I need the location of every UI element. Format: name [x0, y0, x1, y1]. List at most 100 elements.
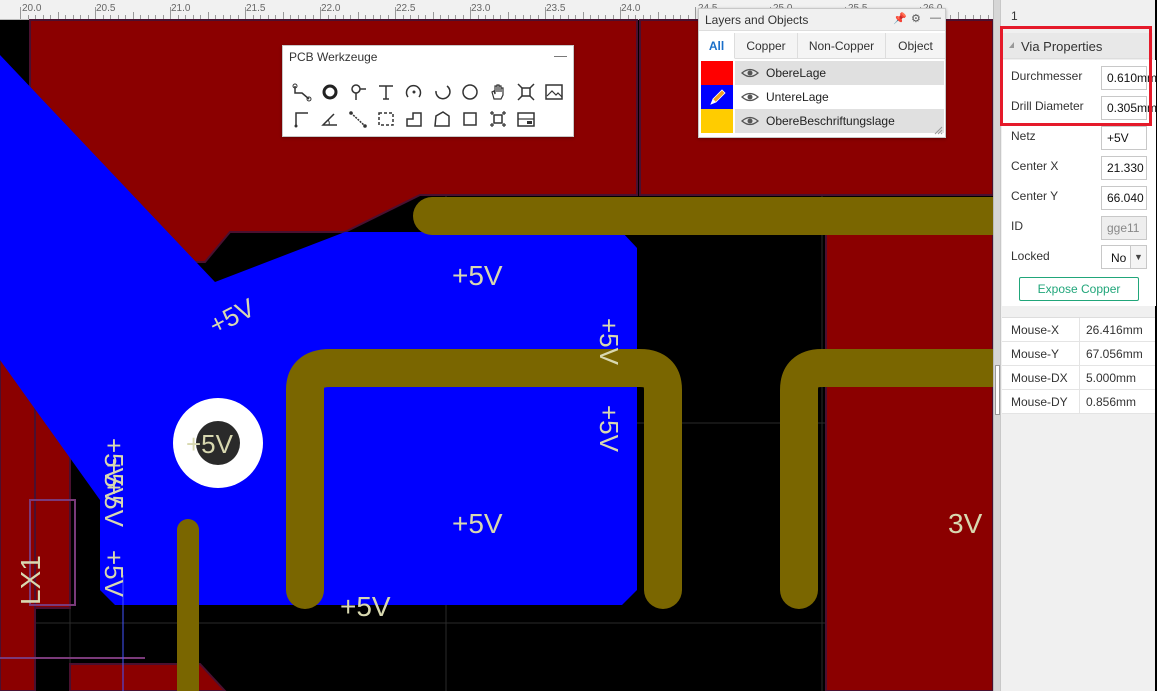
corner-icon[interactable]: [291, 108, 313, 130]
ruler-tick: [987, 15, 989, 19]
layer-color-swatch[interactable]: [701, 109, 733, 133]
ruler-tick: [395, 7, 396, 19]
pin-icon[interactable]: 📌: [893, 13, 907, 25]
chevron-down-icon[interactable]: ▼: [1130, 246, 1146, 268]
center-y-input[interactable]: 66.040: [1101, 186, 1147, 210]
center-x-input[interactable]: 21.330: [1101, 156, 1147, 180]
copper-area-icon[interactable]: [431, 108, 453, 130]
ruler-tick: [132, 12, 134, 19]
ruler-tick: [320, 7, 321, 19]
panel-splitter[interactable]: [993, 0, 1001, 691]
layer-row-untere-lage[interactable]: UntereLage: [701, 85, 944, 109]
ruler-tick: [612, 15, 614, 19]
net-label: +5V: [99, 458, 129, 506]
table-row: Mouse-DY 0.856mm: [1002, 390, 1155, 414]
locked-select[interactable]: No ▼: [1101, 245, 1147, 269]
eye-icon[interactable]: [741, 90, 759, 104]
ruler-tick: [140, 15, 141, 19]
polygon-icon[interactable]: [403, 108, 425, 130]
expose-copper-button[interactable]: Expose Copper: [1019, 277, 1139, 301]
layer-row-obere-lage[interactable]: ObereLage: [701, 61, 944, 85]
rectangle-icon[interactable]: [459, 108, 481, 130]
tab-copper[interactable]: Copper: [735, 33, 798, 59]
pencil-icon: [710, 89, 726, 105]
pcb-tools-window[interactable]: PCB Werkzeuge —: [282, 45, 574, 137]
via-icon[interactable]: [319, 81, 341, 103]
angle-icon[interactable]: [319, 108, 341, 130]
ruler-tick: [597, 15, 599, 19]
highlight-box: [1000, 26, 1152, 126]
layers-tabs: All Copper Non-Copper Object: [699, 33, 945, 59]
bottom-copper-pour: [0, 55, 637, 605]
tab-object[interactable]: Object: [886, 33, 945, 59]
ruler-tick: [87, 15, 89, 19]
minimize-button[interactable]: —: [554, 48, 567, 63]
ruler-label: 24.0: [621, 3, 641, 14]
ruler-label: 22.5: [396, 3, 416, 14]
mouse-dx-value: 5.000mm: [1086, 371, 1137, 385]
pad-icon[interactable]: [347, 81, 369, 103]
diameter-input[interactable]: 0.610mm: [1101, 66, 1157, 90]
net-input[interactable]: +5V: [1101, 126, 1147, 150]
eye-icon[interactable]: [741, 66, 759, 80]
component-icon[interactable]: [515, 81, 537, 103]
tab-non-copper[interactable]: Non-Copper: [798, 33, 886, 59]
ruler-tick: [455, 15, 456, 19]
mouse-dy-label: Mouse-DY: [1011, 395, 1068, 409]
pan-hand-icon[interactable]: [487, 81, 509, 103]
group-icon[interactable]: [487, 108, 509, 130]
ruler-tick: [207, 12, 209, 19]
mouse-y-label: Mouse-Y: [1011, 347, 1060, 361]
ruler-tick: [462, 15, 464, 19]
ruler-tick: [350, 15, 351, 19]
ruler-tick: [365, 15, 366, 19]
text-icon[interactable]: [375, 81, 397, 103]
arc-ccw-icon[interactable]: [431, 81, 453, 103]
dashed-rect-icon[interactable]: [375, 108, 397, 130]
gear-icon[interactable]: ⚙: [911, 13, 921, 25]
resize-grip-icon[interactable]: [933, 125, 943, 135]
ruler-tick: [620, 7, 621, 19]
ruler-tick: [335, 15, 336, 19]
ruler-tick: [657, 12, 659, 19]
image-icon[interactable]: [543, 81, 565, 103]
panel-icon[interactable]: [515, 108, 537, 130]
layer-row-obere-beschriftungslage[interactable]: ObereBeschriftungslage: [701, 109, 944, 133]
ruler-tick: [387, 15, 389, 19]
top-copper-pour: [69, 663, 227, 691]
locked-value: No: [1111, 251, 1127, 265]
route-track-icon[interactable]: [291, 81, 313, 103]
drill-diameter-input[interactable]: 0.305mm: [1101, 96, 1157, 120]
eye-icon[interactable]: [741, 114, 759, 128]
layer-color-swatch[interactable]: [701, 85, 733, 109]
ruler-tick: [80, 15, 81, 19]
tab-all[interactable]: All: [699, 33, 735, 59]
ruler-tick: [290, 15, 291, 19]
layer-color-swatch[interactable]: [701, 61, 733, 85]
collapse-triangle-icon[interactable]: [1009, 42, 1014, 48]
layers-window[interactable]: Layers and Objects 📌 ⚙ — All Copper Non-…: [698, 8, 946, 138]
splitter-handle[interactable]: [995, 365, 1000, 415]
id-label: ID: [1011, 219, 1023, 233]
diff-pair-icon[interactable]: [347, 108, 369, 130]
via-properties-header[interactable]: Via Properties: [1003, 33, 1153, 59]
ruler-tick: [507, 12, 509, 19]
id-input: gge11: [1101, 216, 1147, 240]
layer-name: UntereLage: [766, 90, 829, 104]
ruler-tick: [282, 12, 284, 19]
via-hole: [196, 421, 240, 465]
circle-icon[interactable]: [459, 81, 481, 103]
ruler-tick: [537, 15, 539, 19]
ruler-tick: [575, 15, 576, 19]
minimize-icon[interactable]: —: [930, 12, 941, 24]
table-row: Mouse-X 26.416mm: [1002, 318, 1155, 342]
ruler-tick: [342, 15, 344, 19]
table-row: Mouse-DX 5.000mm: [1002, 366, 1155, 390]
arc-icon[interactable]: [403, 81, 425, 103]
ruler-tick: [260, 15, 261, 19]
mouse-y-value: 67.056mm: [1086, 347, 1143, 361]
tools-title: PCB Werkzeuge: [289, 50, 378, 64]
ruler-tick: [582, 12, 584, 19]
ruler-tick: [177, 15, 179, 19]
ruler-tick: [530, 15, 531, 19]
